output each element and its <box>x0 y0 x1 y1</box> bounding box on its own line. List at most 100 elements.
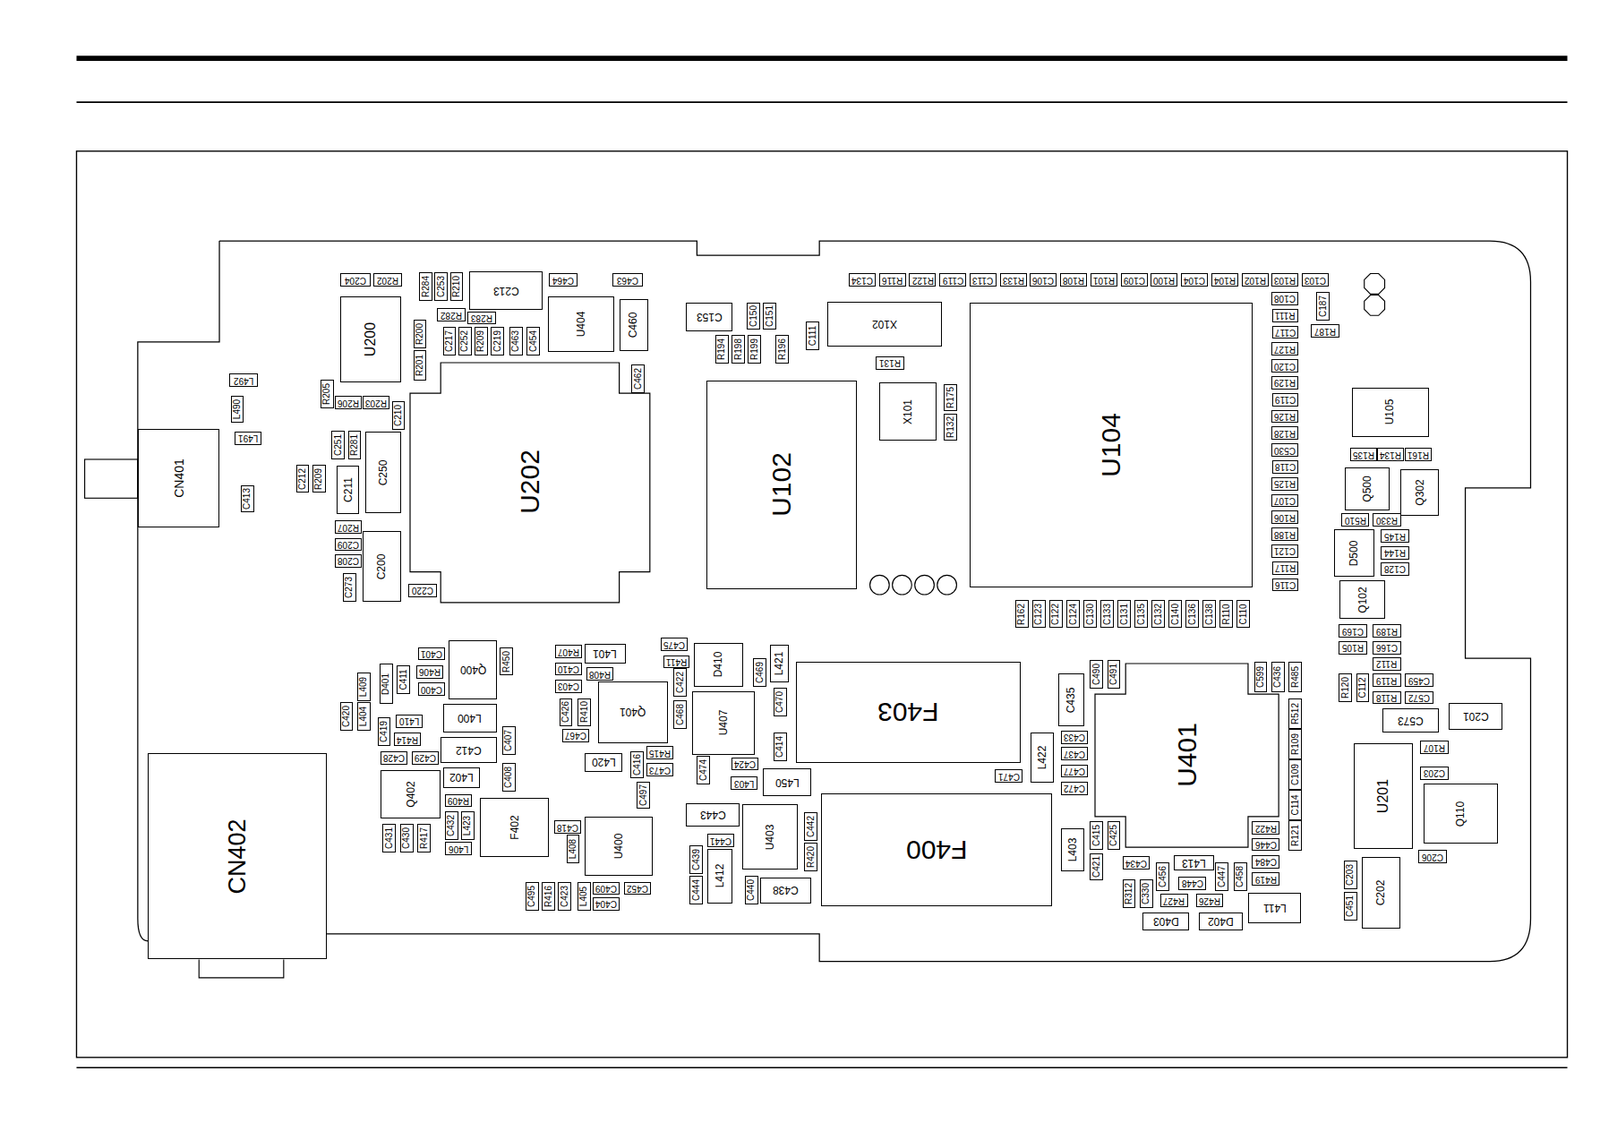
component-outline: R485 <box>1288 661 1302 693</box>
component-outline: C404 <box>592 897 620 911</box>
reference-designator: C423 <box>560 885 570 907</box>
component-outline: C435 <box>1058 673 1086 727</box>
component-outline: C475 <box>660 637 688 651</box>
reference-designator: R411 <box>666 657 687 667</box>
component-outline: R410 <box>577 698 591 728</box>
component-outline: C454 <box>526 326 540 356</box>
reference-designator: R408 <box>589 669 611 679</box>
component-outline: R420 <box>804 842 818 872</box>
reference-designator: L401 <box>592 648 617 659</box>
reference-designator: C124 <box>1068 603 1078 625</box>
component-outline: R427 <box>1160 893 1189 907</box>
component-outline: R145 <box>1380 529 1410 543</box>
component-outline: R131 <box>875 356 905 370</box>
reference-designator: R109 <box>1291 733 1301 755</box>
reference-designator: L420 <box>591 756 617 768</box>
component-outline: C573 <box>1382 708 1439 733</box>
reference-designator: C219 <box>493 330 503 352</box>
component-outline: L423 <box>461 811 475 840</box>
component-outline: R422 <box>1251 821 1280 835</box>
component-outline: U400 <box>584 816 653 876</box>
reference-designator: C203 <box>1423 768 1446 778</box>
component-outline: R103 <box>1271 273 1299 287</box>
component-outline: C201 <box>1448 702 1502 730</box>
reference-designator: R210 <box>452 275 462 298</box>
component-outline: C459 <box>1404 673 1434 687</box>
component-outline: C409 <box>592 881 620 896</box>
component-outline: R104 <box>1211 273 1239 287</box>
reference-designator: C599 <box>1256 666 1266 688</box>
reference-designator: R135 <box>1352 450 1375 460</box>
reference-designator: R132 <box>946 416 956 438</box>
reference-designator: C458 <box>1235 865 1245 888</box>
reference-designator: C106 <box>1032 275 1054 285</box>
component-outline: C202 <box>1361 856 1400 929</box>
component-outline: X101 <box>879 382 937 441</box>
reference-designator: L423 <box>463 815 473 836</box>
reference-designator: C442 <box>805 815 815 838</box>
component-outline: R201 <box>413 350 428 381</box>
component-outline: L420 <box>584 752 623 772</box>
reference-designator: C204 <box>344 275 367 285</box>
reference-designator: C187 <box>1318 295 1328 317</box>
reference-designator: R112 <box>1376 658 1397 668</box>
reference-designator: C403 <box>557 681 580 691</box>
reference-designator: C120 <box>1274 361 1296 371</box>
component-outline: C599 <box>1254 661 1268 693</box>
reference-designator: R120 <box>1341 676 1351 699</box>
reference-designator: C111 <box>808 325 818 346</box>
reference-designator: L403 <box>734 778 754 788</box>
board-outline <box>137 240 1532 962</box>
reference-designator: C416 <box>633 753 642 776</box>
component-outline: C187 <box>1316 291 1330 321</box>
reference-designator: R116 <box>881 275 903 285</box>
reference-designator: C410 <box>557 664 580 674</box>
component-outline: C112 <box>1356 673 1370 702</box>
reference-designator: C128 <box>1384 564 1406 574</box>
component-outline: R125 <box>1271 477 1299 491</box>
component-outline: C103 <box>1301 273 1329 287</box>
component-outline: C211 <box>336 465 360 515</box>
reference-designator: C451 <box>1345 895 1355 917</box>
component-outline: C434 <box>1122 855 1151 870</box>
component-outline: C133 <box>1100 599 1114 628</box>
component-outline: R122 <box>908 273 936 287</box>
component-outline: C440 <box>744 875 759 905</box>
reference-designator: C201 <box>1463 710 1489 722</box>
component-outline: C120 <box>1271 359 1299 373</box>
component-outline: C110 <box>1236 599 1250 628</box>
component-outline: C421 <box>1089 853 1104 881</box>
component-outline: C458 <box>1233 862 1248 891</box>
component-outline: C251 <box>331 430 345 460</box>
component-outline: C436 <box>1271 661 1285 693</box>
reference-designator: R101 <box>1093 275 1115 285</box>
component-outline: R106 <box>1271 510 1299 524</box>
component-outline: R187 <box>1310 324 1340 338</box>
test-point <box>892 574 913 595</box>
reference-designator: R187 <box>1314 326 1336 336</box>
reference-designator: R201 <box>415 354 425 377</box>
reference-designator: R145 <box>1384 531 1406 541</box>
component-outline: C203 <box>1343 860 1358 890</box>
component-outline: C330 <box>1139 879 1154 908</box>
component-outline: C472 <box>1060 781 1088 796</box>
reference-designator: C131 <box>1120 603 1130 625</box>
component-outline: C121 <box>1271 544 1299 558</box>
component-outline: C414 <box>773 732 788 762</box>
component-outline: R510 <box>1341 513 1370 527</box>
component-outline: R120 <box>1338 673 1352 702</box>
component-outline: C443 <box>685 803 740 827</box>
reference-designator: L411 <box>1263 902 1287 914</box>
component-outline: C217 <box>443 326 457 356</box>
reference-designator: C330 <box>1141 882 1151 905</box>
package-outline <box>410 362 651 603</box>
component-outline: R198 <box>731 334 745 364</box>
reference-designator: C434 <box>1125 858 1147 868</box>
reference-designator: Q400 <box>460 664 487 676</box>
reference-designator: C414 <box>775 735 785 758</box>
reference-designator: C119 <box>1274 394 1296 404</box>
component-outline: C470 <box>773 687 788 717</box>
component-outline: R284 <box>419 272 433 301</box>
component-outline: C208 <box>334 554 362 568</box>
reference-designator: C459 <box>1408 675 1430 685</box>
